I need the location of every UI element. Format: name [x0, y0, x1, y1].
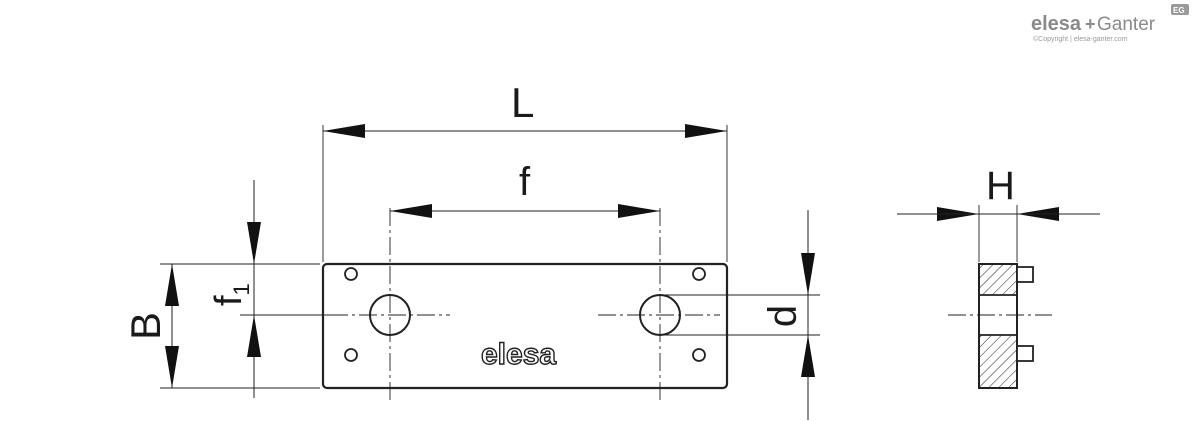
- brand-plus: +: [1085, 14, 1096, 34]
- label-L: L: [511, 79, 534, 126]
- brand-badge-icon: [1171, 4, 1189, 15]
- brand-copyright: ©Copyright | elesa-ganter.com: [1033, 35, 1128, 43]
- front-view: [160, 125, 820, 420]
- small-hole-top-left: [344, 267, 358, 281]
- label-H: H: [986, 164, 1015, 208]
- label-f: f: [519, 160, 531, 204]
- label-d-group: d: [761, 305, 805, 327]
- brand-name-ganter: Ganter: [1097, 14, 1156, 35]
- plate-outline: [321, 262, 729, 390]
- label-f1: f1: [208, 283, 254, 306]
- part-marking-elesa: elesa: [481, 338, 556, 371]
- side-hatch-bottom: [980, 335, 1016, 387]
- label-B: B: [122, 312, 169, 340]
- side-pin-bottom: [1016, 345, 1034, 362]
- label-f1-group: f1: [208, 283, 254, 306]
- small-hole-bottom-right: [692, 348, 706, 362]
- small-hole-bottom-left: [344, 348, 358, 362]
- side-view: [897, 205, 1100, 389]
- side-hatch-top: [980, 265, 1016, 295]
- extension-lines: [160, 125, 820, 389]
- dimension-arrows: [165, 124, 1059, 388]
- label-B-group: B: [122, 312, 169, 340]
- brand-logo: elesa + Ganter ©Copyright | elesa-ganter…: [1031, 4, 1189, 43]
- label-d: d: [761, 305, 805, 327]
- centerlines: [330, 208, 720, 400]
- side-pin-top: [1016, 266, 1034, 283]
- small-hole-top-right: [692, 267, 706, 281]
- brand-badge-text: EG: [1173, 6, 1185, 15]
- brand-name-elesa: elesa: [1031, 13, 1082, 35]
